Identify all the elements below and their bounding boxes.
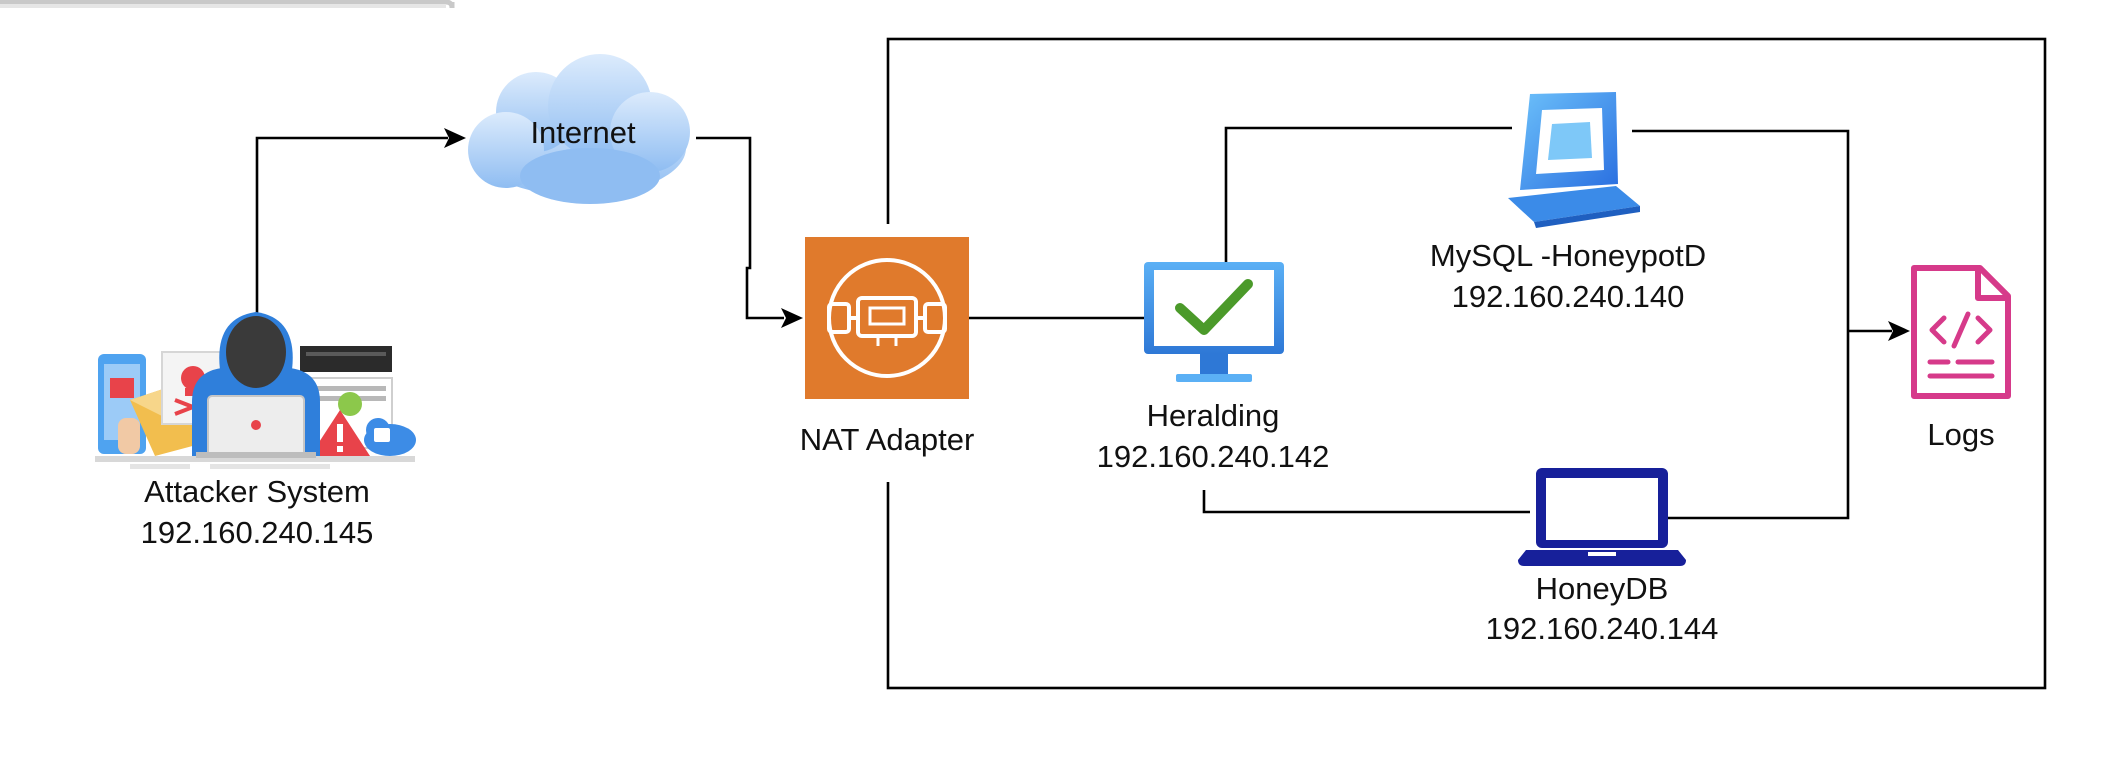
node-nat[interactable]: NAT Adapter [800, 237, 975, 457]
edge-internet-nat [696, 136, 784, 320]
node-attacker[interactable]: Attacker System 192.160.240.145 [95, 312, 416, 550]
node-heralding[interactable]: Heralding 192.160.240.142 [1097, 262, 1330, 474]
node-internet[interactable]: Internet [468, 54, 690, 204]
network-boundary [886, 37, 2047, 690]
arrowhead-nat [781, 308, 803, 328]
code-file-icon [1911, 265, 2011, 399]
edge-heralding-honeydb [1202, 490, 1530, 514]
attacker-name: Attacker System [144, 474, 370, 509]
edges [255, 126, 1910, 520]
node-mysql[interactable]: MySQL -HoneypotD 192.160.240.140 [1430, 92, 1706, 314]
laptop-icon [1508, 92, 1640, 228]
cloud-icon [468, 54, 690, 204]
monitor-check-icon [1144, 262, 1284, 382]
hacker-icon [95, 312, 416, 469]
mysql-name: MySQL -HoneypotD [1430, 238, 1706, 273]
arrowhead-logs [1888, 321, 1910, 341]
heralding-name: Heralding [1147, 398, 1280, 433]
edge-attacker-internet [255, 136, 448, 318]
node-honeydb[interactable]: HoneyDB 192.160.240.144 [1486, 468, 1719, 646]
edge-mysql-logs [1632, 129, 1850, 520]
attacker-ip: 192.160.240.145 [141, 515, 374, 550]
edge-heralding-mysql [1224, 126, 1512, 262]
network-adapter-icon [805, 237, 969, 399]
logs-label: Logs [1927, 417, 1994, 452]
honeydb-name: HoneyDB [1536, 571, 1669, 606]
arrowhead-internet [444, 128, 466, 148]
honeydb-ip: 192.160.240.144 [1486, 611, 1719, 646]
heralding-ip: 192.160.240.142 [1097, 439, 1330, 474]
nat-label: NAT Adapter [800, 422, 975, 457]
node-logs[interactable]: Logs [1911, 265, 2011, 452]
internet-label: Internet [530, 115, 636, 150]
mysql-ip: 192.160.240.140 [1452, 279, 1685, 314]
laptop-icon [1518, 468, 1686, 566]
window-edge [0, 0, 455, 9]
